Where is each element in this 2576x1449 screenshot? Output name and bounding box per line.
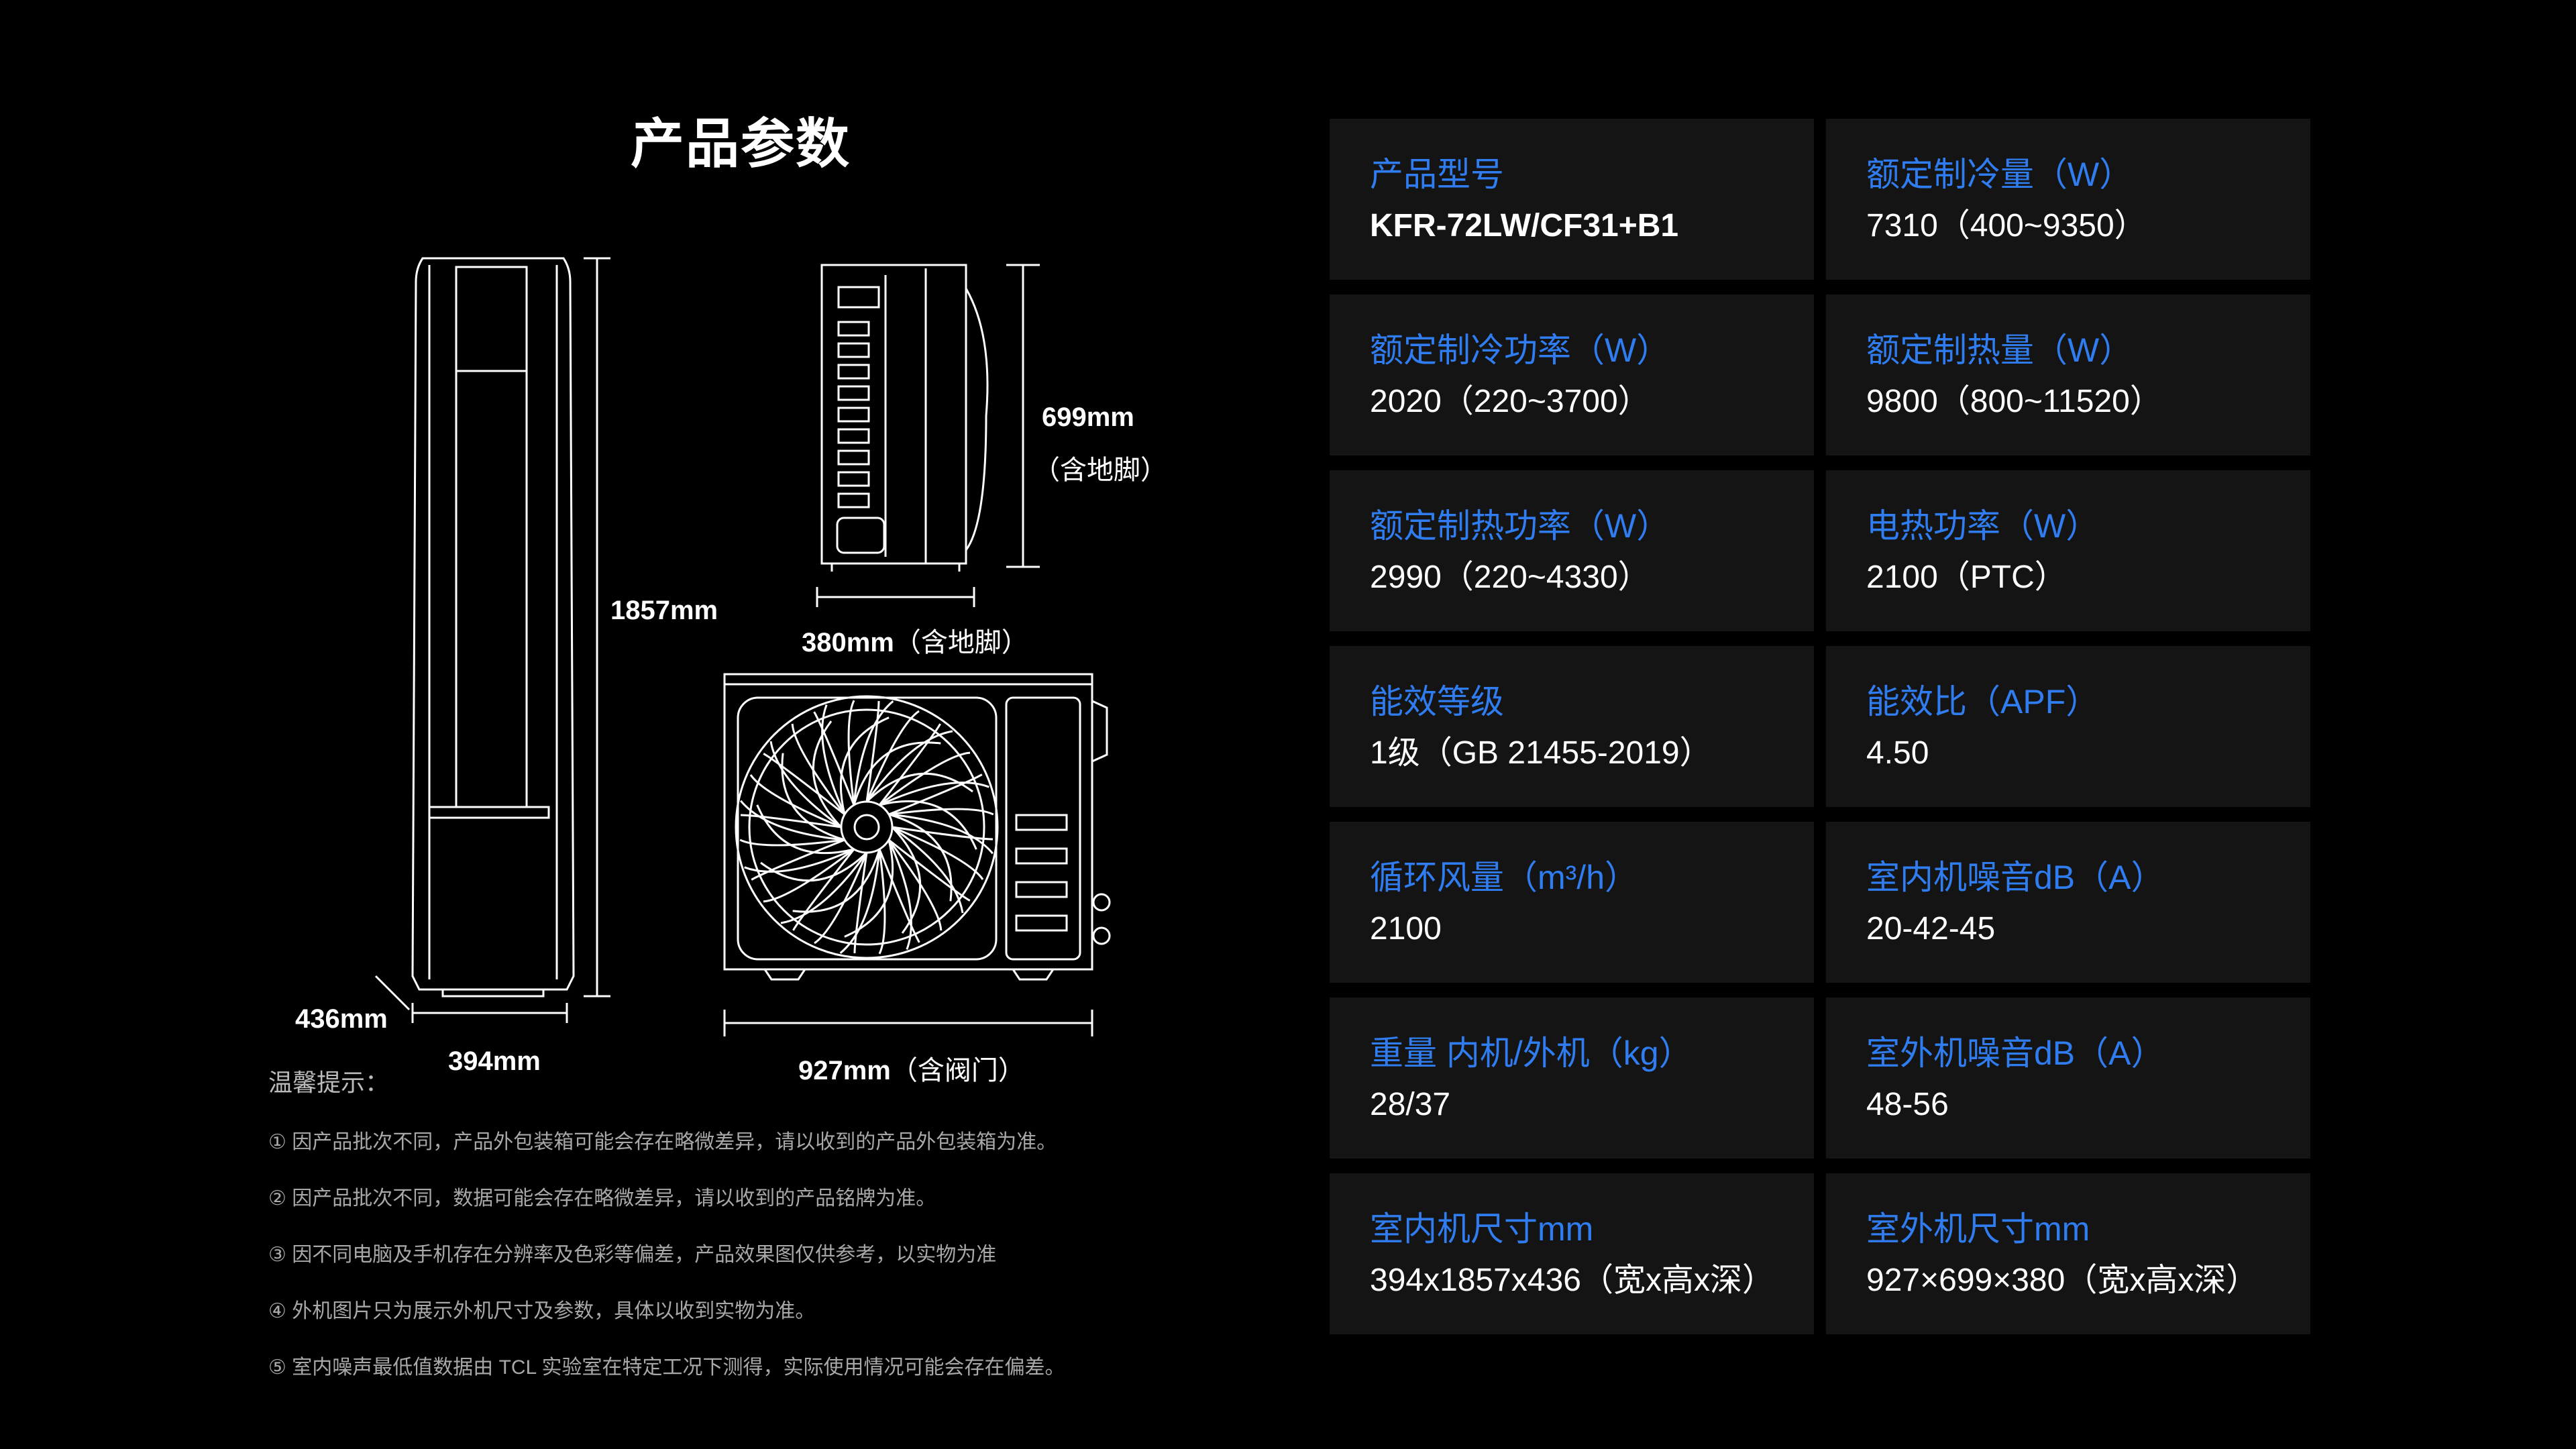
notes-section: 温馨提示： ① 因产品批次不同，产品外包装箱可能会存在略微差异，请以收到的产品外… [268, 1063, 1065, 1407]
spec-value: 2020（220~3700） [1370, 384, 1650, 419]
indoor-height-label: 1857mm [610, 596, 718, 625]
indoor-width-label: 394mm [448, 1046, 541, 1076]
spec-value: 28/37 [1370, 1087, 1451, 1122]
spec-value: 48-56 [1866, 1087, 1949, 1122]
outdoor-depth-label: 380mm（含地脚） [802, 628, 1028, 657]
spec-card-indoor-noise: 室内机噪音dB（A） 20-42-45 [1826, 822, 2310, 983]
spec-card-model: 产品型号 KFR-72LW/CF31+B1 [1330, 119, 1814, 280]
spec-label: 额定制热功率（W） [1370, 507, 1670, 545]
outdoor-width-label: 927mm（含阀门） [798, 1056, 1025, 1085]
spec-label: 室外机尺寸mm [1866, 1210, 2090, 1248]
spec-card-weight: 重量 内机/外机（kg） 28/37 [1330, 998, 1814, 1159]
spec-card-electric-heating: 电热功率（W） 2100（PTC） [1826, 470, 2310, 631]
notes-title: 温馨提示： [268, 1069, 390, 1096]
spec-label: 额定制冷功率（W） [1370, 331, 1670, 369]
spec-value: 927×699×380（宽x高x深） [1866, 1263, 2259, 1298]
spec-card-heating-capacity: 额定制热量（W） 9800（800~11520） [1826, 294, 2310, 455]
spec-card-cooling-power: 额定制冷功率（W） 2020（220~3700） [1330, 294, 1814, 455]
spec-label: 产品型号 [1370, 156, 1504, 193]
page-title: 产品参数 [631, 114, 851, 174]
note-item: ② 因产品批次不同，数据可能会存在略微差异，请以收到的产品铭牌为准。 [268, 1187, 936, 1210]
indoor-unit-icon [374, 257, 610, 1023]
product-drawing [374, 257, 1111, 1036]
spec-card-outdoor-size: 室外机尺寸mm 927×699×380（宽x高x深） [1826, 1173, 2310, 1334]
indoor-depth-label: 436mm [295, 1004, 388, 1034]
spec-value: KFR-72LW/CF31+B1 [1370, 208, 1679, 244]
outdoor-side-icon [816, 264, 1040, 607]
note-item: ④ 外机图片只为展示外机尺寸及参数，具体以收到实物为准。 [268, 1300, 816, 1322]
spec-value: 1级（GB 21455-2019） [1370, 735, 1712, 771]
spec-value: 4.50 [1866, 735, 1929, 771]
spec-label: 重量 内机/外机（kg） [1370, 1034, 1693, 1072]
note-item: ⑤ 室内噪声最低值数据由 TCL 实验室在特定工况下测得，实际使用情况可能会存在… [268, 1356, 1065, 1379]
spec-label: 室内机尺寸mm [1370, 1210, 1594, 1248]
note-item: ③ 因不同电脑及手机存在分辨率及色彩等偏差，产品效果图仅供参考，以实物为准 [268, 1244, 997, 1266]
outdoor-height-note: （含地脚） [1033, 455, 1167, 485]
spec-value: 2990（220~4330） [1370, 559, 1650, 595]
note-item: ① 因产品批次不同，产品外包装箱可能会存在略微差异，请以收到的产品外包装箱为准。 [268, 1131, 1057, 1153]
spec-value: 394x1857x436（宽x高x深） [1370, 1263, 1774, 1298]
spec-label: 室内机噪音dB（A） [1866, 859, 2165, 896]
spec-label: 电热功率（W） [1866, 507, 2100, 545]
spec-label: 循环风量（m³/h） [1370, 859, 1638, 896]
spec-card-cooling-capacity: 额定制冷量（W） 7310（400~9350） [1826, 119, 2310, 280]
outdoor-front-icon [703, 663, 1111, 1036]
spec-value: 9800（800~11520） [1866, 384, 2162, 419]
spec-grid: 产品型号 KFR-72LW/CF31+B1 额定制冷量（W） 7310（400~… [1330, 119, 2310, 1334]
spec-value: 20-42-45 [1866, 911, 1996, 947]
spec-card-outdoor-noise: 室外机噪音dB（A） 48-56 [1826, 998, 2310, 1159]
spec-card-heating-power: 额定制热功率（W） 2990（220~4330） [1330, 470, 1814, 631]
spec-value: 7310（400~9350） [1866, 208, 2147, 244]
spec-label: 额定制热量（W） [1866, 331, 2133, 369]
outdoor-height-label: 699mm [1042, 402, 1134, 432]
spec-label: 额定制冷量（W） [1866, 156, 2133, 193]
spec-label: 能效等级 [1370, 683, 1504, 720]
spec-value: 2100（PTC） [1866, 559, 2067, 595]
spec-label: 能效比（APF） [1866, 683, 2100, 720]
spec-label: 室外机噪音dB（A） [1866, 1034, 2165, 1072]
spec-value: 2100 [1370, 911, 1442, 947]
fan-icon [703, 663, 1030, 991]
spec-card-apf: 能效比（APF） 4.50 [1826, 646, 2310, 807]
spec-card-airflow: 循环风量（m³/h） 2100 [1330, 822, 1814, 983]
spec-card-indoor-size: 室内机尺寸mm 394x1857x436（宽x高x深） [1330, 1173, 1814, 1334]
spec-card-efficiency-grade: 能效等级 1级（GB 21455-2019） [1330, 646, 1814, 807]
